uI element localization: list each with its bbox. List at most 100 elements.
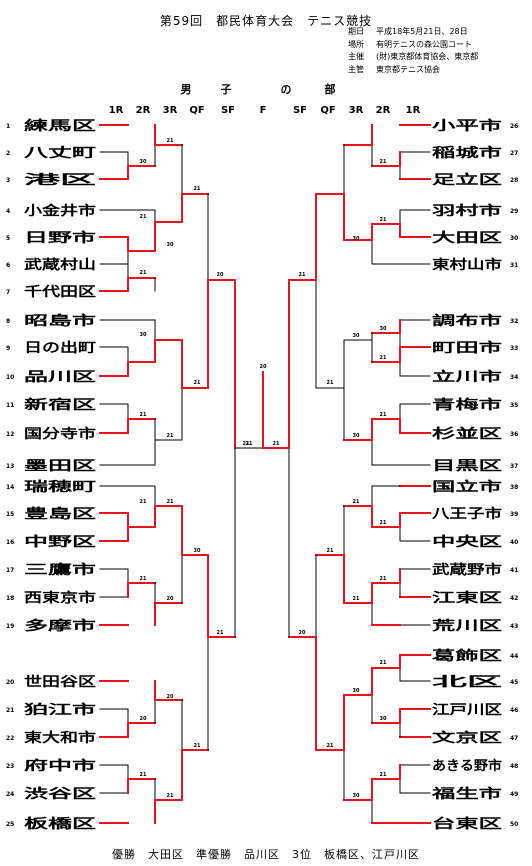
seed-number: 38 [510, 484, 518, 491]
seed-number: 11 [6, 402, 14, 409]
seed-number: 7 [6, 289, 10, 296]
team-name: 八丈町 [22, 146, 96, 161]
page-title: 第59回 都民体育大会 テニス競技 [159, 14, 373, 28]
team-name: 稲城市 [432, 145, 502, 161]
team-name: 羽村市 [432, 203, 502, 219]
team-name: 小平市 [432, 118, 502, 134]
score-label: 30 [194, 548, 201, 554]
seed-number: 23 [6, 763, 14, 770]
seed-number: 18 [6, 595, 14, 602]
score-label: 21 [380, 159, 387, 165]
round-label-right: SF [293, 105, 307, 116]
team-name: 武蔵野市 [432, 562, 502, 578]
score-label: 21 [380, 772, 387, 778]
seed-number: 2 [6, 150, 10, 157]
score-label: 21 [167, 433, 174, 439]
team-name: 日の出町 [24, 340, 96, 356]
score-label: 21 [194, 380, 201, 386]
seed-number: 29 [510, 208, 518, 215]
round-label-left: 1R [109, 105, 124, 116]
division-label-char: 部 [325, 82, 336, 96]
seed-number: 3 [6, 177, 10, 184]
team-name: 多摩市 [24, 618, 96, 634]
score-label: 30 [380, 716, 387, 722]
score-label: 21 [194, 743, 201, 749]
seed-number: 19 [6, 623, 14, 630]
team-name: 国立市 [432, 479, 502, 495]
seed-number: 14 [6, 484, 14, 491]
score-label: 21 [246, 441, 253, 447]
score-label: 30 [353, 433, 360, 439]
seed-number: 42 [510, 595, 518, 602]
seed-number: 36 [510, 431, 518, 438]
team-name: 台東区 [432, 816, 502, 832]
score-label: 21 [140, 412, 147, 418]
seed-number: 24 [6, 791, 14, 798]
team-name: 東大和市 [24, 730, 96, 746]
seed-number: 6 [6, 262, 10, 269]
score-label: 21 [140, 270, 147, 276]
round-label-right: QF [320, 105, 335, 116]
seed-number: 30 [510, 235, 518, 242]
round-label-left: SF [221, 105, 235, 116]
event-info-value: 有明テニスの森公園コート [376, 39, 472, 49]
event-info-value: (財)東京都体育協会、東京都 [376, 52, 479, 61]
score-label: 21 [353, 499, 360, 505]
team-name: 狛江市 [22, 702, 96, 718]
seed-number: 10 [6, 374, 14, 381]
team-name: 武蔵村山 [24, 257, 96, 273]
score-label: 30 [353, 793, 360, 799]
seed-number: 20 [6, 679, 14, 686]
seed-number: 28 [510, 177, 518, 184]
seed-number: 25 [6, 821, 14, 828]
score-label: 30 [353, 688, 360, 694]
score-label: 20 [299, 630, 306, 636]
team-name: 立川市 [432, 369, 502, 385]
seed-number: 32 [510, 318, 518, 325]
round-label-right: 3R [349, 105, 364, 116]
team-name: 東村山市 [432, 257, 502, 273]
event-info-row: 期日平成18年5月21日、28日 [348, 26, 478, 39]
seed-number: 48 [510, 763, 518, 770]
seed-number: 13 [6, 463, 14, 470]
team-name: 練馬区 [24, 118, 96, 134]
score-label: 21 [194, 186, 201, 192]
seed-number: 44 [510, 653, 518, 660]
event-info-label: 場所 [348, 39, 364, 49]
team-name: 国分寺市 [24, 426, 96, 442]
seed-number: 9 [6, 345, 10, 352]
score-label: 30 [140, 159, 147, 165]
division-label-char: 男 [181, 83, 192, 96]
event-info-row: 主催 (財)東京都体育協会、東京都 [348, 51, 478, 64]
team-name: 中野区 [24, 534, 96, 550]
seed-number: 5 [6, 235, 10, 242]
score-label: 21 [380, 217, 387, 223]
score-label: 20 [140, 716, 147, 722]
seed-number: 47 [510, 735, 518, 742]
score-label: 20 [217, 272, 224, 278]
score-label: 21 [380, 576, 387, 582]
team-name: 葛飾区 [430, 648, 502, 664]
score-label: 21 [167, 499, 174, 505]
seed-number: 46 [510, 707, 518, 714]
score-label: 21 [140, 499, 147, 505]
score-label: 21 [380, 355, 387, 361]
team-name: 瑞穂町 [24, 479, 96, 495]
event-info-label: 主催 [348, 52, 364, 61]
team-name: 足立区 [432, 172, 502, 188]
team-name: 渋谷区 [24, 786, 96, 802]
team-name: 北区 [432, 675, 502, 690]
score-label: 30 [353, 236, 360, 242]
seed-number: 37 [510, 463, 518, 470]
seed-number: 22 [6, 735, 14, 742]
team-name: 江東区 [432, 590, 502, 606]
score-label: 21 [140, 214, 147, 220]
score-label: 20 [167, 596, 174, 602]
seed-number: 43 [510, 623, 518, 630]
seed-number: 15 [6, 511, 14, 518]
seed-number: 17 [6, 567, 14, 574]
team-name: 江戸川区 [432, 702, 502, 718]
event-info: 期日平成18年5月21日、28日場所 有明テニスの森公園コート主催 (財)東京都体育… [348, 26, 478, 76]
round-label-left: 3R [163, 105, 178, 116]
score-label: 21 [140, 576, 147, 582]
